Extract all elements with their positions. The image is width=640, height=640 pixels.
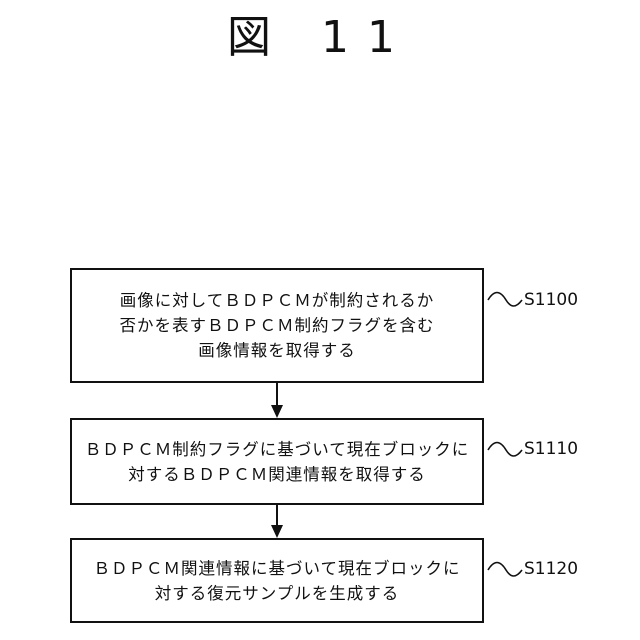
step-label-s1120: S1120: [524, 559, 578, 579]
step-label-s1100: S1100: [524, 290, 578, 310]
step-box-s1120: ＢＤＰＣＭ関連情報に基づいて現在ブロックに 対する復元サンプルを生成する: [70, 538, 484, 623]
figure-title: 図 11: [0, 10, 640, 66]
step-leader-2: [488, 443, 522, 457]
step-leader-1: [488, 293, 522, 307]
flow-arrow-1-head: [271, 405, 283, 418]
flow-arrow-2-head: [271, 525, 283, 538]
step-s1100-line-2: 否かを表すＢＤＰＣＭ制約フラグを含む: [120, 313, 435, 338]
step-leader-3: [488, 563, 522, 577]
step-box-s1110: ＢＤＰＣＭ制約フラグに基づいて現在ブロックに 対するＢＤＰＣＭ関連情報を取得する: [70, 418, 484, 505]
step-s1100-line-1: 画像に対してＢＤＰＣＭが制約されるか: [120, 288, 435, 313]
step-s1120-line-2: 対する復元サンプルを生成する: [155, 581, 400, 606]
step-s1110-line-1: ＢＤＰＣＭ制約フラグに基づいて現在ブロックに: [85, 437, 470, 462]
step-label-s1110: S1110: [524, 439, 578, 459]
step-s1110-line-2: 対するＢＤＰＣＭ関連情報を取得する: [128, 462, 426, 487]
step-s1120-line-1: ＢＤＰＣＭ関連情報に基づいて現在ブロックに: [93, 556, 460, 581]
step-s1100-line-3: 画像情報を取得する: [198, 338, 356, 363]
step-box-s1100: 画像に対してＢＤＰＣＭが制約されるか 否かを表すＢＤＰＣＭ制約フラグを含む 画像…: [70, 268, 484, 383]
